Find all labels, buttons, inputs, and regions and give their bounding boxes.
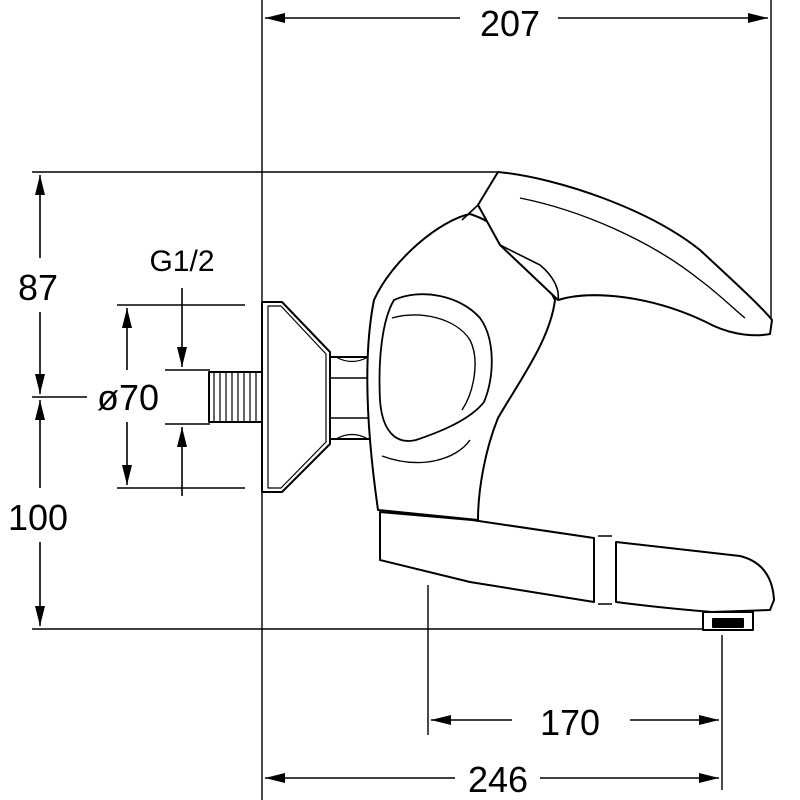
lever-handle (461, 171, 773, 337)
spout (379, 511, 775, 631)
dim-thread: G1/2 (149, 245, 214, 278)
dim-rosette-diameter: ø70 (97, 377, 159, 418)
threaded-connector (208, 371, 263, 423)
dim-total-width: 207 (480, 3, 540, 44)
wall-rosette (261, 301, 331, 493)
dimension-lines (35, 12, 768, 783)
dim-height-upper: 87 (18, 267, 58, 308)
dim-overall-length: 246 (468, 759, 528, 800)
dim-height-lower: 100 (8, 497, 68, 538)
faucet-outline (208, 171, 775, 631)
dim-spout-reach: 170 (540, 702, 600, 743)
